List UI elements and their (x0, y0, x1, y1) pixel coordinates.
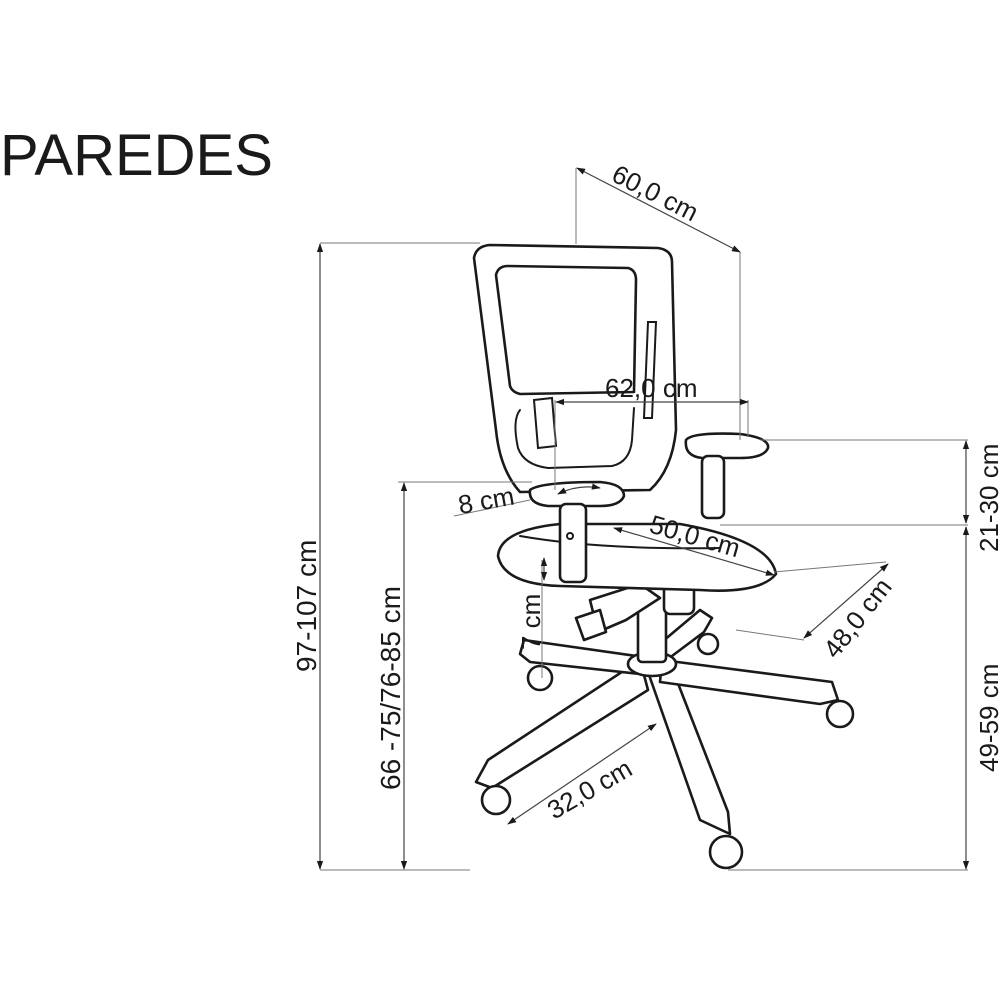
chair-mechanism (574, 582, 696, 642)
label-arm-above-seat: 21-30 cm (974, 444, 1000, 552)
label-depth-top: 60,0 cm (607, 159, 703, 228)
label-total-height: 97-107 cm (291, 540, 322, 672)
chair-armrest-right (684, 432, 770, 520)
label-arm-height: 66 -75/76-85 cm (375, 586, 406, 790)
chair-illustration (472, 243, 855, 870)
label-width-arms: 62,0 cm (605, 373, 698, 403)
product-title: PAREDES (0, 123, 273, 188)
chair-backrest (472, 243, 678, 494)
label-seat-height: 49-59 cm (974, 664, 1000, 772)
label-seat-depth: 48,0 cm (817, 572, 898, 663)
dimension-lines (316, 167, 970, 871)
label-armrest-offset: 8 cm (456, 481, 517, 520)
label-seat-thickness: 7 cm (516, 594, 546, 650)
label-base-radius: 32,0 cm (542, 753, 637, 825)
